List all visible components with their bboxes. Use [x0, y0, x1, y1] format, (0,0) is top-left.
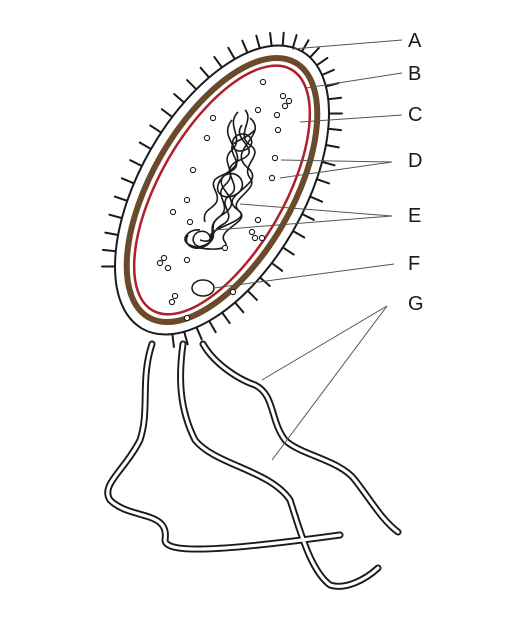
pilus	[309, 46, 320, 59]
ribosome	[160, 254, 168, 262]
ribosome	[281, 102, 289, 110]
label-b: B	[408, 63, 421, 85]
ribosome	[248, 228, 256, 236]
leader-line-c	[299, 114, 403, 123]
pilus	[321, 68, 335, 76]
ribosome	[285, 97, 293, 105]
pilus	[301, 39, 310, 53]
pilus	[321, 160, 336, 167]
pilus	[301, 213, 315, 221]
flagellum-1-outline	[104, 340, 344, 553]
ribosome	[168, 298, 176, 306]
pilus	[281, 246, 295, 256]
ribosome	[164, 264, 172, 272]
pilus	[101, 248, 117, 253]
ribosome	[221, 244, 229, 252]
ribosome	[189, 166, 197, 174]
ribosome	[203, 134, 211, 142]
pilus	[315, 178, 331, 185]
pilus	[183, 330, 189, 346]
leader-line-e1	[239, 203, 393, 217]
pilus	[327, 127, 343, 132]
pilus	[129, 159, 143, 167]
pilus	[234, 301, 245, 314]
ribosome	[274, 126, 282, 134]
pilus	[324, 144, 340, 149]
pilus	[104, 231, 120, 236]
leader-line-d2	[279, 161, 393, 179]
pilus	[309, 195, 324, 203]
pilus	[173, 93, 185, 104]
leader-line-g1	[261, 305, 388, 381]
pilus	[213, 55, 223, 69]
ribosome	[258, 234, 266, 242]
pilus	[227, 46, 236, 61]
ribosome	[156, 259, 164, 267]
flagella	[104, 340, 402, 590]
label-c: C	[408, 104, 422, 126]
ribosome	[171, 292, 179, 300]
ribosome	[273, 111, 281, 119]
pilus	[208, 319, 217, 334]
pilus	[149, 124, 163, 134]
ribosome	[268, 174, 276, 182]
pilus	[270, 262, 284, 272]
pilus	[199, 66, 210, 79]
pilus	[292, 230, 306, 239]
label-f: F	[408, 253, 420, 275]
leader-lines	[213, 39, 403, 461]
pilus	[108, 213, 123, 220]
leader-line-e2	[214, 215, 393, 231]
ribosome	[183, 256, 191, 264]
pilus	[221, 311, 231, 325]
pilus	[241, 39, 249, 54]
pilus	[113, 195, 129, 202]
pilus	[327, 96, 343, 101]
leader-line-a	[291, 39, 403, 50]
leader-line-d1	[280, 159, 393, 163]
ribosome	[254, 216, 262, 224]
pilus	[259, 276, 271, 287]
inclusion-body	[191, 279, 215, 297]
ribosome	[169, 208, 177, 216]
leader-line-f	[213, 263, 395, 289]
pilus	[186, 79, 198, 91]
leader-line-g2	[271, 305, 388, 461]
ribosome	[183, 314, 191, 322]
label-a: A	[408, 30, 422, 52]
leader-line-b	[305, 72, 403, 89]
pilus	[315, 56, 329, 67]
ribosomes	[156, 78, 293, 322]
pili	[101, 31, 343, 348]
ribosome	[254, 106, 262, 114]
ribosome	[279, 92, 287, 100]
ribosome	[183, 196, 191, 204]
pilus	[120, 177, 135, 185]
ribosome	[259, 78, 267, 86]
ribosome	[209, 114, 217, 122]
pilus	[171, 333, 175, 348]
pilus	[255, 34, 261, 50]
ribosome	[186, 218, 194, 226]
pilus	[281, 31, 285, 47]
pilus	[291, 34, 298, 49]
label-g: G	[408, 293, 424, 315]
label-e: E	[408, 205, 421, 227]
pilus	[138, 141, 152, 150]
pilus	[160, 108, 174, 118]
pilus	[246, 289, 258, 301]
pilus	[195, 326, 203, 341]
nucleoid	[184, 109, 257, 250]
ribosome	[271, 154, 279, 162]
labels: A B C D E F G	[408, 30, 424, 315]
ribosome	[251, 234, 259, 242]
ribosome	[229, 288, 237, 296]
pilus	[269, 32, 273, 47]
label-d: D	[408, 150, 422, 172]
